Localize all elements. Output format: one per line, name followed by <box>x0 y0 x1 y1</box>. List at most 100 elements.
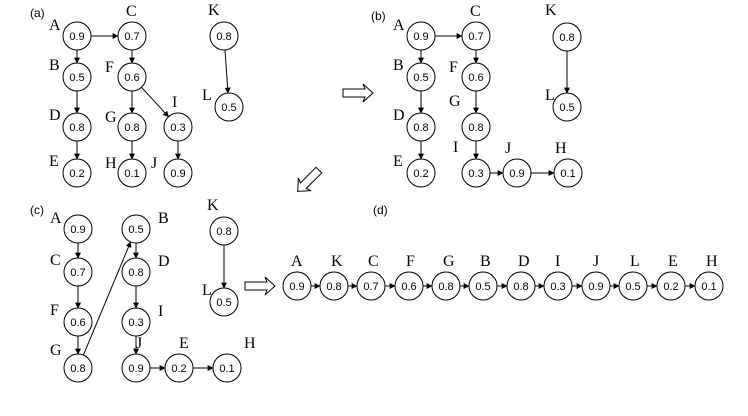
edge-a-K-L <box>224 49 231 94</box>
node-a-D: 0.8 D <box>49 107 92 142</box>
node-a-C: 0.7C <box>117 3 147 51</box>
node-a-H: 0.1H <box>105 155 147 188</box>
node-value: 0.6 <box>468 72 483 84</box>
node-value: 0.8 <box>513 281 528 293</box>
node-letter: B <box>480 253 491 270</box>
node-letter: H <box>105 155 117 172</box>
node-letter: J <box>151 155 157 172</box>
node-value: 0.2 <box>663 281 678 293</box>
node-circle <box>62 21 92 51</box>
node-value: 0.9 <box>69 31 84 43</box>
panel-label-d: (d) <box>373 203 388 217</box>
node-letter: D <box>49 107 61 124</box>
node-c-D: 0.8D <box>121 253 170 287</box>
node-c-B: 0.5B <box>121 210 169 244</box>
node-letter: F <box>50 302 59 319</box>
node-circle <box>117 21 147 51</box>
node-circle <box>163 158 193 188</box>
node-a-A: 0.9 A <box>49 17 92 51</box>
node-value: 0.2 <box>69 168 84 180</box>
node-letter: G <box>449 93 461 110</box>
node-letter: C <box>470 3 481 20</box>
node-letter: K <box>545 2 557 19</box>
node-value: 0.3 <box>550 281 565 293</box>
node-d-C: 0.7C <box>356 253 386 301</box>
node-letter: C <box>368 253 379 270</box>
node-circle <box>468 271 498 301</box>
node-letter: G <box>443 253 455 270</box>
node-value: 0.5 <box>69 72 84 84</box>
node-d-E: 0.2 E <box>656 253 686 301</box>
node-letter: A <box>393 17 405 34</box>
node-circle <box>209 21 239 51</box>
edge-c-G-B <box>82 241 132 356</box>
node-value: 0.8 <box>413 122 428 134</box>
node-d-I: 0.3I <box>543 253 573 301</box>
node-b-G: 0.8G <box>449 93 491 142</box>
node-a-L: 0.5L <box>202 87 244 122</box>
node-value: 0.7 <box>124 31 139 43</box>
node-letter: D <box>393 107 405 124</box>
node-d-A: 0.9A <box>282 253 312 301</box>
panel-label-b: (b) <box>371 9 386 23</box>
node-circle <box>656 271 686 301</box>
node-circle <box>212 353 242 383</box>
node-value: 0.1 <box>560 168 575 180</box>
node-value: 0.8 <box>128 267 143 279</box>
node-letter: L <box>202 282 212 299</box>
node-value: 0.5 <box>216 297 231 309</box>
node-circle <box>117 62 147 92</box>
node-circle <box>431 271 461 301</box>
node-d-F: 0.6F <box>394 253 424 301</box>
node-circle <box>394 271 424 301</box>
node-letter: K <box>331 253 343 270</box>
node-value: 0.6 <box>70 317 85 329</box>
node-value: 0.1 <box>701 281 716 293</box>
node-circle <box>356 271 386 301</box>
node-c-J: 0.9J <box>121 335 151 383</box>
node-circle <box>62 62 92 92</box>
node-letter: F <box>105 59 114 76</box>
node-value: 0.5 <box>475 281 490 293</box>
node-circle <box>163 112 193 142</box>
node-circle <box>543 271 573 301</box>
node-circle <box>461 158 491 188</box>
node-value: 0.6 <box>124 72 139 84</box>
node-value: 0.8 <box>70 363 85 375</box>
node-letter: E <box>49 153 59 170</box>
node-circle <box>461 21 491 51</box>
node-b-F: 0.6F <box>449 59 491 92</box>
node-letter: A <box>49 17 61 34</box>
node-circle <box>461 112 491 142</box>
node-letter: G <box>50 342 62 359</box>
panel-label-a: (a) <box>30 6 45 20</box>
node-value: 0.8 <box>69 122 84 134</box>
node-letter: L <box>630 253 640 270</box>
node-circle <box>62 158 92 188</box>
node-d-K: 0.8 K <box>319 253 349 301</box>
node-d-H: 0.1 H <box>694 253 724 301</box>
node-b-C: 0.7C <box>461 3 491 51</box>
node-letter: H <box>706 253 718 270</box>
node-letter: E <box>668 253 678 270</box>
node-circle <box>406 62 436 92</box>
node-letter: L <box>545 87 555 104</box>
node-circle <box>121 214 151 244</box>
node-value: 0.5 <box>559 102 574 114</box>
node-value: 0.8 <box>326 281 341 293</box>
node-circle <box>618 271 648 301</box>
node-circle <box>406 158 436 188</box>
node-letter: C <box>50 252 61 269</box>
node-letter: H <box>244 335 256 352</box>
node-b-D: 0.8 D <box>393 107 436 142</box>
node-circle <box>581 271 611 301</box>
node-letter: J <box>593 253 599 270</box>
node-letter: I <box>172 94 177 111</box>
node-letter: K <box>208 2 220 19</box>
node-circle <box>62 112 92 142</box>
node-b-A: 0.9A <box>393 17 436 51</box>
node-value: 0.5 <box>128 224 143 236</box>
node-a-G: 0.8G <box>105 109 147 142</box>
node-letter: K <box>207 197 219 214</box>
